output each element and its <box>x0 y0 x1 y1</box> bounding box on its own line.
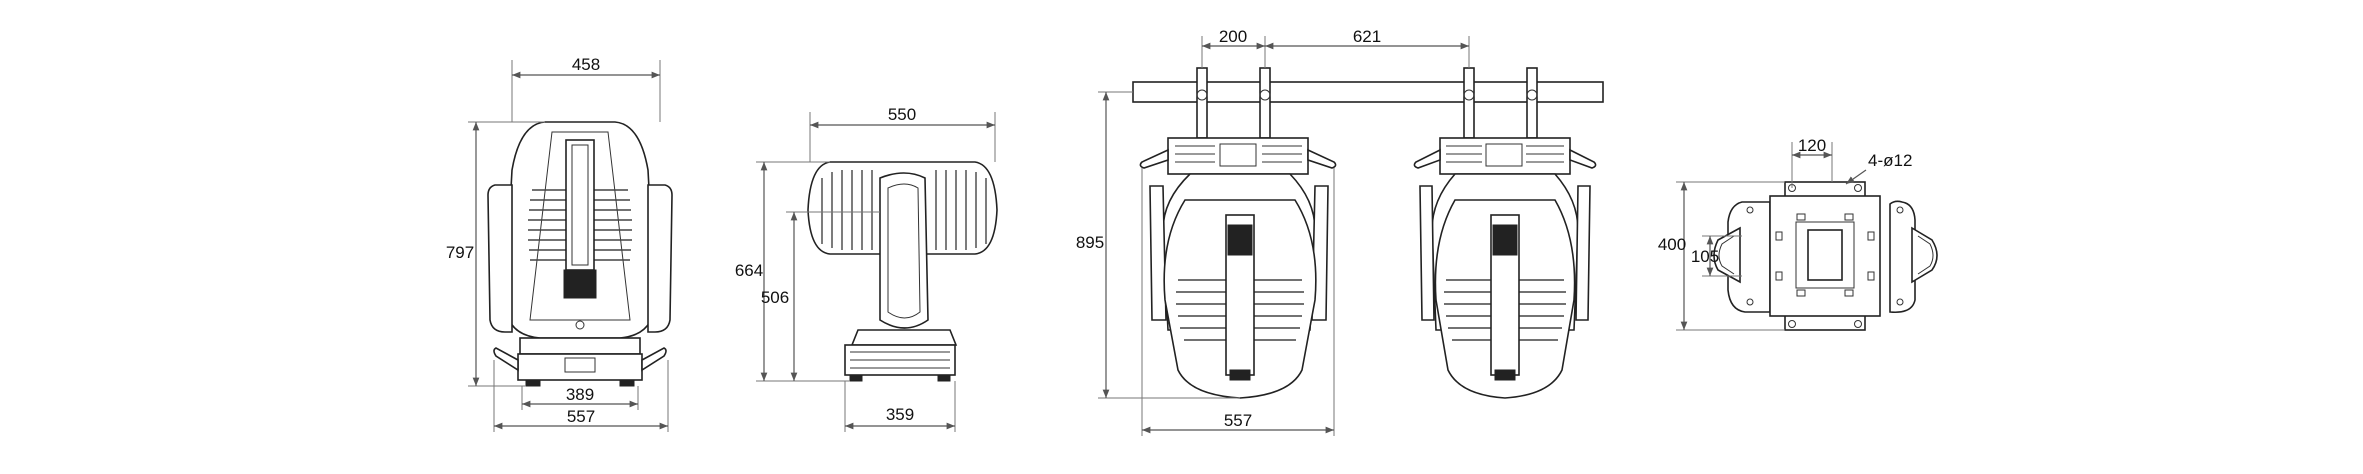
side-height-arm-label: 506 <box>761 288 789 307</box>
plate-holes-label: 4-ø12 <box>1868 151 1912 170</box>
side-base-label: 359 <box>886 405 914 424</box>
hanging-height-label: 895 <box>1076 233 1104 252</box>
hanging-fixture-left <box>1139 137 1337 399</box>
front-view: 458 797 389 557 <box>446 55 673 432</box>
hanging-clamp-spacing-label: 200 <box>1219 27 1247 46</box>
mounting-holes <box>1746 184 1904 328</box>
front-height-label: 797 <box>446 243 474 262</box>
truss-clamps <box>1196 67 1538 139</box>
side-view: 550 664 506 359 <box>735 105 998 432</box>
plate-hole-spacing-label: 120 <box>1798 136 1826 155</box>
plate-inner-length-label: 105 <box>1691 247 1719 266</box>
hanging-width-label: 557 <box>1224 411 1252 430</box>
hanging-clamp-span-label: 621 <box>1353 27 1381 46</box>
side-fins <box>821 170 987 250</box>
side-height-total-label: 664 <box>735 261 763 280</box>
side-width-label: 550 <box>888 105 916 124</box>
hanging-fixture-right <box>1413 137 1597 399</box>
base-plate-view: 120 4-ø12 400 105 <box>1658 136 1938 331</box>
front-width-top-label: 458 <box>572 55 600 74</box>
plate-length-label: 400 <box>1658 235 1686 254</box>
front-base-outer-label: 557 <box>567 407 595 426</box>
hanging-view: 200 621 895 557 <box>1076 27 1604 436</box>
front-base-inner-label: 389 <box>566 385 594 404</box>
plate-slots <box>1775 213 1875 297</box>
